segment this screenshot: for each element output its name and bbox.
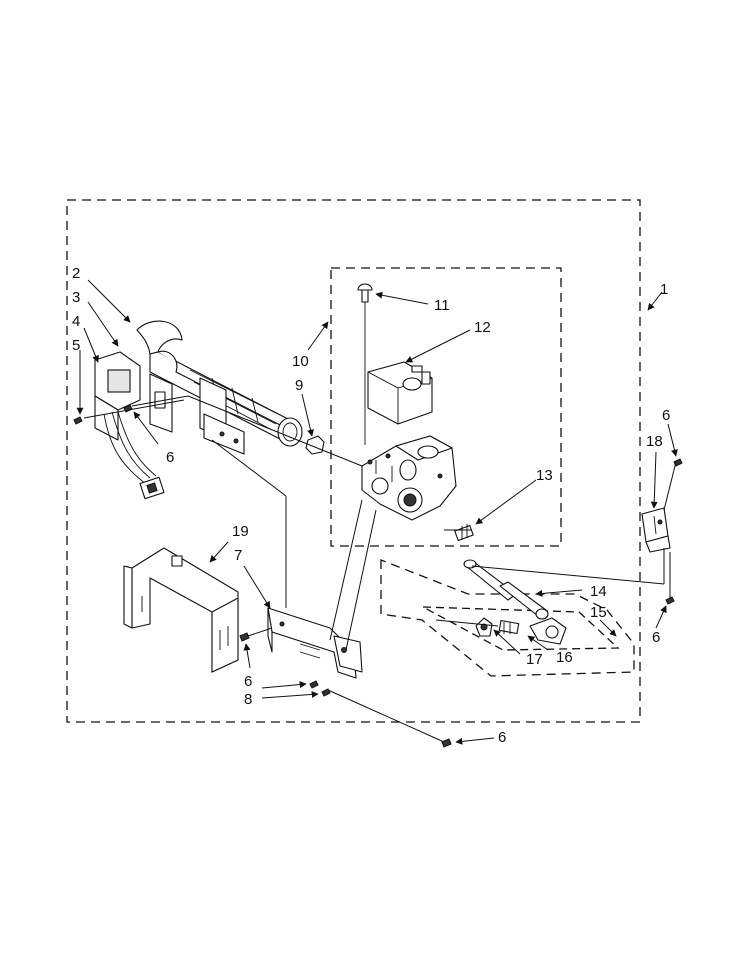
callout-6: 6 bbox=[662, 407, 670, 424]
screws bbox=[73, 404, 683, 748]
callout-6: 6 bbox=[244, 673, 252, 690]
callout-1: 1 bbox=[660, 281, 668, 298]
callout-6: 6 bbox=[166, 449, 174, 466]
callout-4: 4 bbox=[72, 313, 80, 330]
sensor-bracket bbox=[267, 607, 363, 679]
callout-18: 18 bbox=[646, 433, 663, 450]
callout-15: 15 bbox=[590, 604, 607, 621]
callout-9: 9 bbox=[295, 377, 303, 394]
callout-17: 17 bbox=[526, 651, 543, 668]
orifice-fittings bbox=[475, 617, 567, 645]
igniter-wires bbox=[103, 411, 165, 500]
callout-12: 12 bbox=[474, 319, 491, 336]
callout-labels: 2 3 4 5 6 10 9 11 12 13 1 6 18 14 15 6 1… bbox=[72, 265, 670, 746]
igniter-bracket bbox=[94, 351, 173, 441]
assembly-frame bbox=[66, 199, 641, 723]
callout-16: 16 bbox=[556, 649, 573, 666]
callout-14: 14 bbox=[590, 583, 607, 600]
callout-6: 6 bbox=[652, 629, 660, 646]
callout-19: 19 bbox=[232, 523, 249, 540]
callout-11: 11 bbox=[434, 297, 450, 314]
callout-8: 8 bbox=[244, 691, 252, 708]
sensor-clip bbox=[641, 507, 671, 553]
inlet-nut bbox=[305, 435, 325, 455]
callout-arrows bbox=[76, 279, 678, 745]
coil-screw bbox=[357, 283, 373, 445]
callout-13: 13 bbox=[536, 467, 553, 484]
callout-5: 5 bbox=[72, 337, 80, 354]
mounting-bracket bbox=[123, 547, 239, 673]
assembly-lines bbox=[83, 395, 677, 743]
valve-coil bbox=[367, 361, 433, 425]
burner-bracket bbox=[199, 377, 245, 455]
callout-10: 10 bbox=[292, 353, 309, 370]
nozzle-tube bbox=[463, 559, 549, 620]
gas-valve bbox=[361, 435, 457, 521]
callout-6: 6 bbox=[498, 729, 506, 746]
callout-7: 7 bbox=[234, 547, 242, 564]
valve-fitting bbox=[454, 524, 474, 541]
callout-3: 3 bbox=[72, 289, 80, 306]
callout-2: 2 bbox=[72, 265, 80, 282]
valve-assembly-frame bbox=[330, 267, 562, 547]
